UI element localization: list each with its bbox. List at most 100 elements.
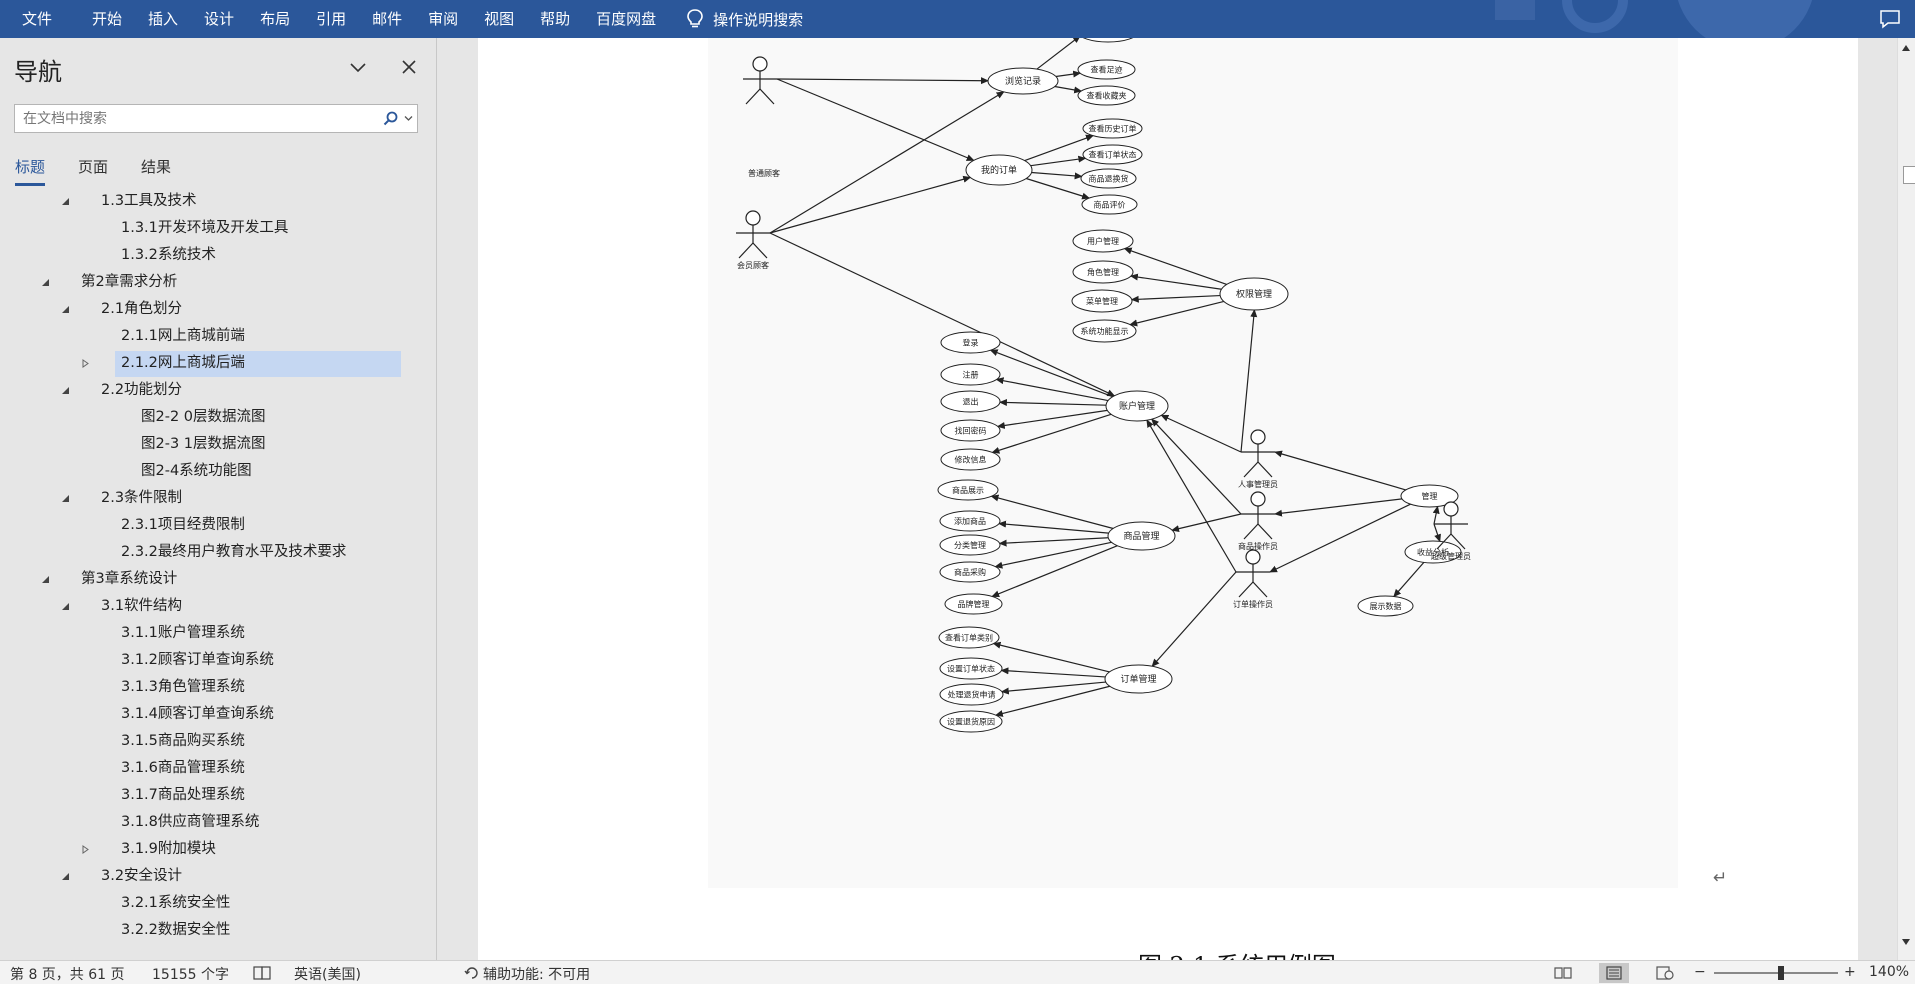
read-mode-button[interactable] [1548,963,1578,983]
expand-triangle-icon[interactable] [58,593,72,620]
vertical-scrollbar[interactable] [1859,38,1915,960]
scroll-up-arrow-icon[interactable] [1901,44,1911,52]
use-case-label: 查看收藏夹 [1087,91,1127,101]
page-count[interactable]: 第 8 页，共 61 页 [10,967,125,983]
nav-heading-item[interactable]: 3.1.6商品管理系统 [0,755,437,782]
use-case: 设置订单状态 [939,657,1003,680]
zoom-level[interactable]: 140% [1869,964,1910,980]
expand-triangle-icon[interactable] [38,566,52,593]
word-count[interactable]: 15155 个字 [152,967,229,983]
nav-search-input[interactable] [23,110,383,127]
expand-triangle-icon[interactable] [58,296,72,323]
nav-heading-item[interactable]: 图2-2 0层数据流图 [0,404,437,431]
nav-heading-item[interactable]: 1.3.1开发环境及开发工具 [0,215,437,242]
expand-triangle-icon[interactable] [58,485,72,512]
accessibility-icon[interactable] [464,966,480,980]
nav-heading-item[interactable]: 3.2.2数据安全性 [0,917,437,944]
menu-tab[interactable]: 引用 [316,10,347,28]
nav-heading-item[interactable]: 3.1软件结构 [0,593,437,620]
search-options-caret-icon[interactable] [404,115,413,122]
nav-heading-item[interactable]: 3.1.3角色管理系统 [0,674,437,701]
search-icon[interactable] [383,111,399,127]
language-indicator[interactable]: 英语(美国) [294,967,361,983]
nav-heading-item[interactable]: 3.1.4顾客订单查询系统 [0,701,437,728]
use-case: 管理 [1400,484,1459,508]
zoom-in-button[interactable]: + [1844,964,1856,980]
expand-triangle-icon[interactable] [58,377,72,404]
collapse-triangle-icon[interactable] [78,836,92,863]
menu-tab[interactable]: 视图 [484,10,515,28]
nav-tab[interactable]: 结果 [141,158,172,176]
menu-tab[interactable]: 插入 [148,10,179,28]
nav-heading-item[interactable]: 2.1.1网上商城前端 [0,323,437,350]
use-case: 系统功能显示 [1072,319,1137,343]
menu-tab[interactable]: 邮件 [372,10,403,28]
nav-tab[interactable]: 标题 [15,156,46,186]
nav-heading-item[interactable]: 1.3工具及技术 [0,188,437,215]
chevron-down-icon[interactable] [347,56,369,78]
use-case-label: 管理 [1422,491,1438,501]
use-case: 添加商品 [939,510,1001,532]
nav-heading-item[interactable]: 1.3.2系统技术 [0,242,437,269]
menu-tab[interactable]: 布局 [260,10,291,28]
nav-heading-item[interactable]: 3.1.8供应商管理系统 [0,809,437,836]
nav-heading-item[interactable]: 第3章系统设计 [0,566,437,593]
expand-triangle-icon[interactable] [58,863,72,890]
actor-leg [1243,523,1259,540]
menu-tab[interactable]: 帮助 [540,10,571,28]
association-arrow [1036,38,1081,70]
nav-heading-item[interactable]: 3.1.5商品购买系统 [0,728,437,755]
scroll-down-arrow-icon[interactable] [1901,938,1911,946]
proofing-icon[interactable] [253,966,271,980]
expand-triangle-icon[interactable] [58,188,72,215]
nav-heading-item[interactable]: 第2章需求分析 [0,269,437,296]
accessibility-status[interactable]: 辅助功能: 不可用 [483,967,591,983]
nav-heading-item[interactable]: 3.2.1系统安全性 [0,890,437,917]
nav-heading-item[interactable]: 2.1角色划分 [0,296,437,323]
nav-heading-item[interactable]: 3.1.1账户管理系统 [0,620,437,647]
figure-caption: 图 2-1 系统用例图 [1138,946,1336,960]
web-layout-button[interactable] [1650,963,1680,983]
collapse-triangle-icon[interactable] [78,350,92,377]
nav-heading-item[interactable]: 3.2安全设计 [0,863,437,890]
expand-triangle-icon[interactable] [38,269,52,296]
nav-heading-label: 3.1软件结构 [101,598,183,614]
association-arrow [994,541,1112,569]
nav-heading-item[interactable]: 图2-3 1层数据流图 [0,431,437,458]
nav-heading-label: 图2-2 0层数据流图 [141,409,266,425]
nav-heading-item[interactable]: 3.1.2顾客订单查询系统 [0,647,437,674]
nav-heading-highlight: 3.1软件结构 [95,594,401,620]
zoom-slider[interactable] [1714,972,1838,974]
nav-heading-item[interactable]: 3.1.7商品处理系统 [0,782,437,809]
menu-tab[interactable]: 审阅 [428,10,459,28]
nav-heading-item[interactable]: 2.2功能划分 [0,377,437,404]
menu-tab[interactable]: 开始 [92,10,123,28]
nav-tab[interactable]: 页面 [78,158,109,176]
comment-icon[interactable] [1879,9,1901,29]
zoom-out-button[interactable]: − [1694,964,1706,980]
use-case-ellipse [937,479,999,501]
actor-leg [759,88,775,105]
menu-tab[interactable]: 文件 [22,10,53,28]
print-layout-button[interactable] [1599,963,1629,983]
use-case-ellipse [1081,194,1138,215]
nav-heading-item[interactable]: 图2-4系统功能图 [0,458,437,485]
menu-tab[interactable]: 百度网盘 [596,10,657,28]
nav-heading-item[interactable]: 3.1.9附加模块 [0,836,437,863]
zoom-slider-thumb[interactable] [1778,966,1784,980]
scroll-track[interactable] [1897,38,1915,960]
tell-me-search[interactable]: 操作说明搜索 [687,0,803,38]
nav-heading-label: 3.1.7商品处理系统 [121,787,245,803]
nav-heading-label: 3.2.1系统安全性 [121,895,231,911]
nav-heading-item[interactable]: 2.1.2网上商城后端 [0,350,437,377]
nav-heading-item[interactable]: 2.3条件限制 [0,485,437,512]
nav-heading-item[interactable]: 2.3.2最终用户教育水平及技术要求 [0,539,437,566]
menu-tab[interactable]: 设计 [204,10,235,28]
nav-heading-highlight: 2.1.1网上商城前端 [115,324,401,350]
close-icon[interactable] [398,56,420,78]
actor-head [1250,429,1266,445]
nav-heading-item[interactable]: 2.3.1项目经费限制 [0,512,437,539]
use-case: 查看足迹 [1077,59,1136,80]
use-case-ellipse [940,331,1001,354]
use-case: 商品评价 [1081,194,1138,215]
